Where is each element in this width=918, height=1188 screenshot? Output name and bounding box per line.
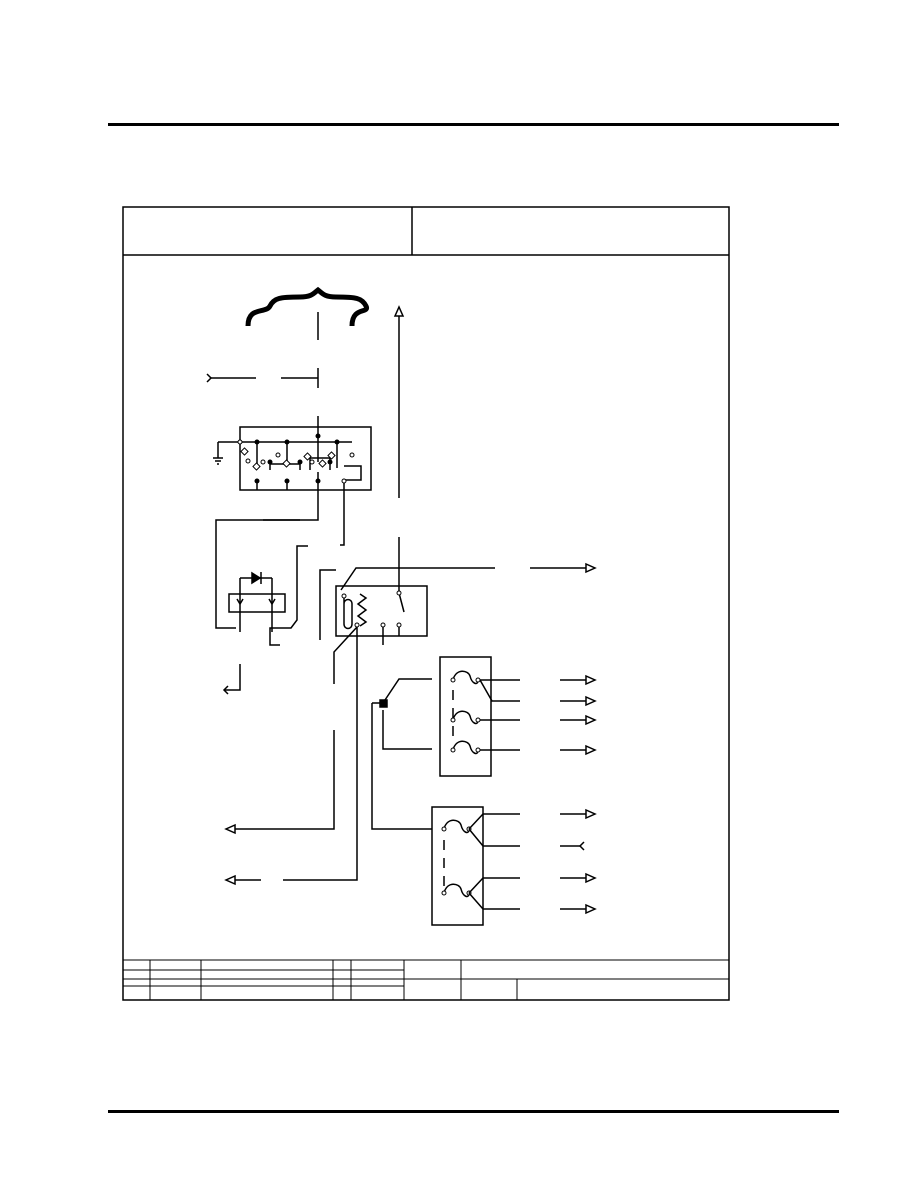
- relay-block: [319, 537, 597, 881]
- switch-output-leads: [215, 490, 345, 646]
- ground-return-lead: [222, 664, 241, 695]
- arrow-up-lead: [393, 305, 405, 498]
- top-rule: [108, 123, 839, 126]
- diode-module: [228, 571, 286, 632]
- left-output-leads: [224, 730, 335, 886]
- brace-symbol: [245, 286, 370, 327]
- diagram-frame: [122, 206, 730, 1001]
- input-lead: [206, 368, 319, 428]
- breaker-module-upper: [439, 656, 520, 777]
- switch-block: [213, 426, 372, 491]
- bottom-rule: [108, 1110, 839, 1113]
- title-block: [123, 959, 729, 1000]
- right-output-arrows: [560, 674, 597, 915]
- splice-leads: [371, 678, 432, 830]
- breaker-module-lower: [431, 806, 520, 926]
